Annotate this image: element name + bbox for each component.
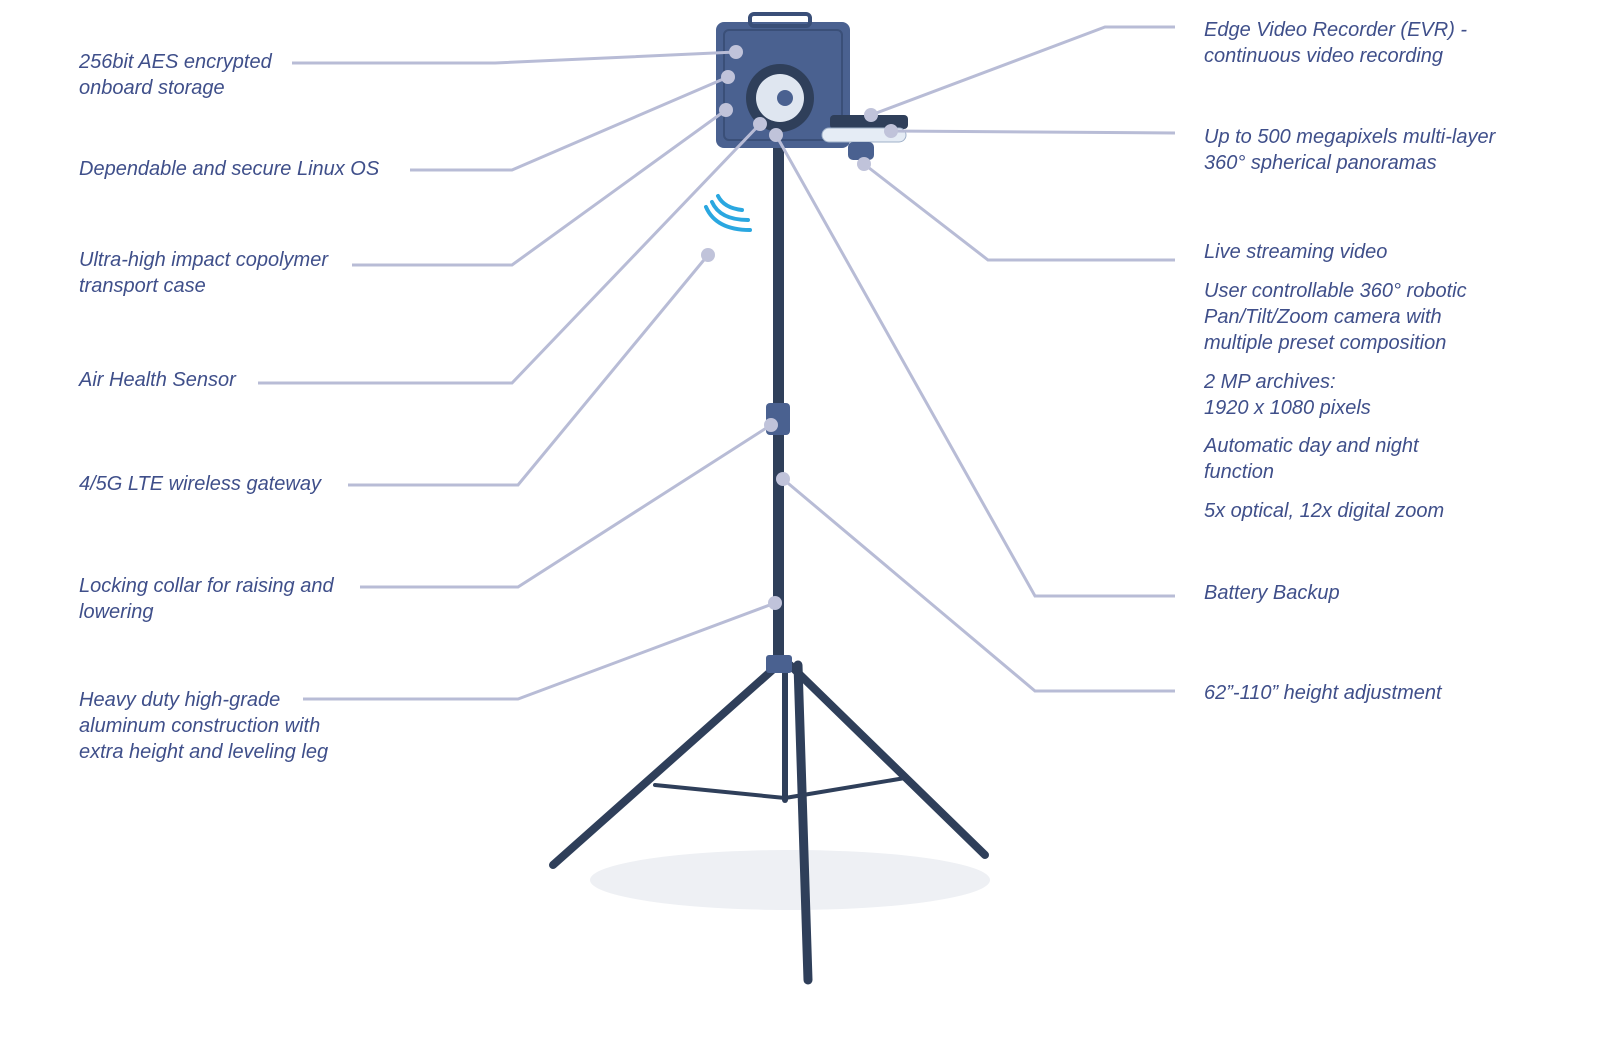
label-line: multiple preset composition xyxy=(1204,332,1447,354)
label-battery-backup: Battery Backup xyxy=(1204,580,1340,606)
label-line: continuous video recording xyxy=(1204,45,1444,67)
label-line: Heavy duty high-grade xyxy=(79,689,281,711)
callout-dots xyxy=(701,45,898,610)
label-line: lowering xyxy=(79,601,154,623)
label-line: Locking collar for raising and xyxy=(79,575,334,597)
label-line: Live streaming video xyxy=(1204,241,1388,263)
label-panoramas: Up to 500 megapixels multi-layer 360° sph… xyxy=(1204,124,1495,176)
label-line: function xyxy=(1204,461,1275,483)
label-line: Dependable and secure Linux OS xyxy=(79,158,380,180)
label-encrypted-storage: 256bit AES encrypted onboard storage xyxy=(79,49,272,101)
tripod xyxy=(549,660,989,985)
label-transport-case: Ultra-high impact copolymer transport cas… xyxy=(79,247,328,299)
label-line: extra height and leveling leg xyxy=(79,741,329,763)
label-edge-video-recorder: Edge Video Recorder (EVR) - continuous vi… xyxy=(1204,17,1467,69)
label-line: 256bit AES encrypted xyxy=(79,51,272,73)
wireless-signal-icon xyxy=(704,194,752,232)
label-line: 2 MP archives: xyxy=(1204,371,1336,393)
label-line: 360° spherical panoramas xyxy=(1204,152,1437,174)
label-line: aluminum construction with xyxy=(79,715,321,737)
label-aluminum-construction: Heavy duty high-grade aluminum constructi… xyxy=(79,687,328,765)
label-line: 62”-110” height adjustment xyxy=(1204,682,1442,704)
label-line: 1920 x 1080 pixels xyxy=(1204,397,1371,419)
label-linux-os: Dependable and secure Linux OS xyxy=(79,156,379,182)
label-line: Ultra-high impact copolymer xyxy=(79,249,328,271)
label-mp-archives: 2 MP archives: 1920 x 1080 pixels xyxy=(1204,369,1371,421)
ground-shadow xyxy=(590,850,990,910)
label-line: onboard storage xyxy=(79,77,225,99)
label-line: 4/5G LTE wireless gateway xyxy=(79,473,321,495)
label-height-adjustment: 62”-110” height adjustment xyxy=(1204,680,1442,706)
label-locking-collar: Locking collar for raising and lowering xyxy=(79,573,334,625)
label-line: Automatic day and night xyxy=(1204,435,1419,457)
label-line: Pan/Tilt/Zoom camera with xyxy=(1204,306,1442,328)
label-day-night: Automatic day and night function xyxy=(1204,433,1419,485)
leader-lines xyxy=(258,25,1176,701)
label-line: Edge Video Recorder (EVR) - xyxy=(1204,19,1468,41)
ptz-camera xyxy=(821,115,908,160)
label-line: transport case xyxy=(79,275,206,297)
label-line: Battery Backup xyxy=(1204,582,1340,604)
label-air-health-sensor: Air Health Sensor xyxy=(79,367,236,393)
label-live-streaming: Live streaming video xyxy=(1204,239,1387,265)
label-line: 5x optical, 12x digital zoom xyxy=(1204,500,1445,522)
label-zoom: 5x optical, 12x digital zoom xyxy=(1204,498,1444,524)
label-lte-gateway: 4/5G LTE wireless gateway xyxy=(79,471,321,497)
label-line: Up to 500 megapixels multi-layer xyxy=(1204,126,1496,148)
label-line: User controllable 360° robotic xyxy=(1204,280,1467,302)
label-line: Air Health Sensor xyxy=(79,369,236,391)
transport-case xyxy=(716,12,850,148)
